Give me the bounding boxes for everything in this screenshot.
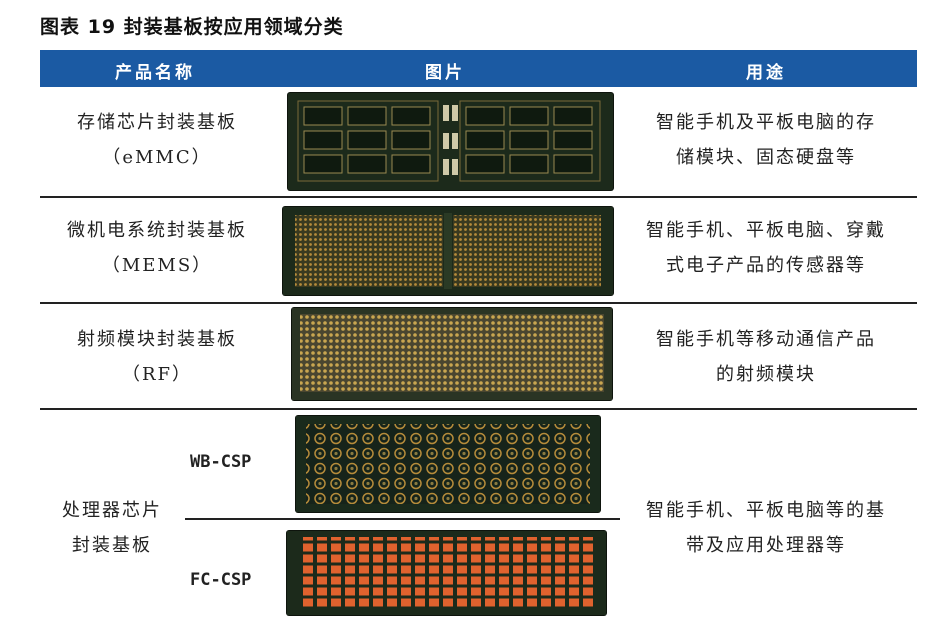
table-header: 产品名称 图片 用途 [40,50,917,87]
mems-substrate-image [283,207,613,295]
wb-csp-substrate-image [296,416,600,512]
figure-title: 图表 19 封装基板按应用领域分类 [40,16,344,38]
usage-line: 智能手机等移动通信产品 [656,329,876,350]
header-image: 图片 [425,63,465,83]
sub-wb-csp: WB-CSP [190,452,252,472]
name-line: 微机电系统封装基板 [67,220,247,241]
usage-line: 带及应用处理器等 [686,535,846,556]
row-emmc-name: 存储芯片封装基板 （eMMC） [42,105,272,175]
usage-line: 智能手机及平板电脑的存 [656,112,876,133]
rf-board-graphic [292,308,612,400]
usage-line: 的射频模块 [716,364,816,385]
name-line: （RF） [121,364,193,385]
row-rf-name: 射频模块封装基板 （RF） [42,322,272,392]
name-line: 存储芯片封装基板 [77,112,237,133]
sub-fc-csp: FC-CSP [190,570,252,590]
sub-row-divider [185,518,620,520]
name-line: 射频模块封装基板 [77,329,237,350]
row-processor-name: 处理器芯片 封装基板 [42,493,182,563]
header-usage: 用途 [746,63,786,83]
row-mems-name: 微机电系统封装基板 （MEMS） [42,213,272,283]
row-mems-usage: 智能手机、平板电脑、穿戴 式电子产品的传感器等 [615,213,917,283]
rf-substrate-image [292,308,612,400]
wb-csp-board-graphic [296,416,600,512]
usage-line: 智能手机、平板电脑、穿戴 [646,220,886,241]
header-product-name: 产品名称 [115,63,195,83]
name-line: 处理器芯片 [62,500,162,521]
usage-line: 式电子产品的传感器等 [666,255,866,276]
row-divider [40,302,917,304]
usage-line: 智能手机、平板电脑等的基 [646,500,886,521]
usage-line: 储模块、固态硬盘等 [676,147,856,168]
row-divider [40,196,917,198]
row-rf-usage: 智能手机等移动通信产品 的射频模块 [615,322,917,392]
row-divider [40,408,917,410]
emmc-board-graphic [290,95,611,188]
fc-csp-substrate-image [287,531,606,615]
name-line: （eMMC） [102,147,212,168]
mems-board-graphic [283,207,613,295]
row-emmc-usage: 智能手机及平板电脑的存 储模块、固态硬盘等 [615,105,917,175]
name-line: 封装基板 [72,535,152,556]
row-processor-usage: 智能手机、平板电脑等的基 带及应用处理器等 [615,493,917,563]
name-line: （MEMS） [101,255,213,276]
emmc-substrate-image [288,93,613,190]
fc-csp-board-graphic [287,531,606,615]
